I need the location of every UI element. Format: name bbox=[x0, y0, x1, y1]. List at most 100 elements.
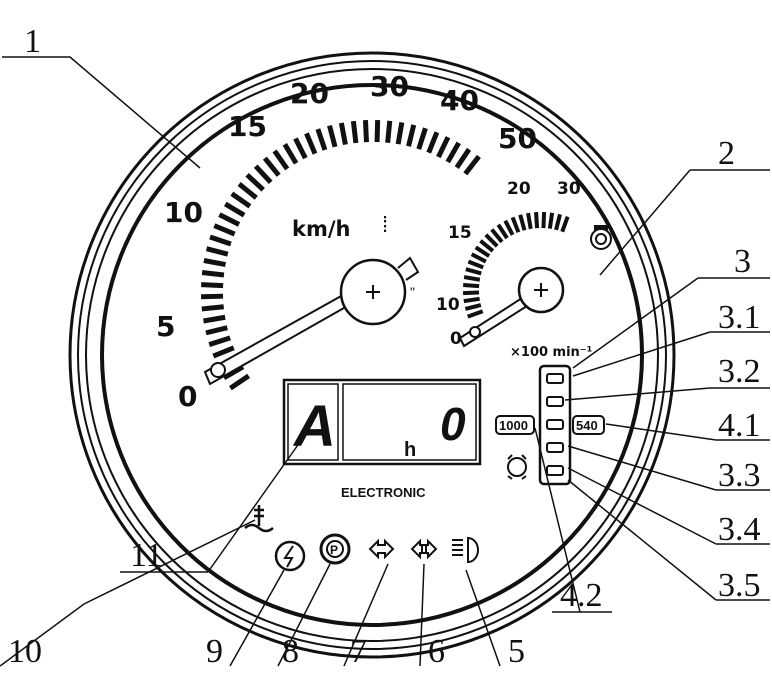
callout-5: 5 bbox=[508, 633, 525, 669]
speedometer-tick bbox=[200, 293, 224, 300]
speed-label-0: 0 bbox=[178, 380, 197, 413]
speedometer-tick bbox=[338, 122, 348, 146]
tachometer-scale bbox=[462, 211, 570, 319]
speedometer-tick bbox=[350, 120, 359, 144]
speed-unit-dots: ⁞ bbox=[382, 212, 388, 237]
speedometer-tick bbox=[385, 120, 393, 143]
tachometer-tick bbox=[465, 267, 482, 276]
tachometer-tick bbox=[503, 219, 515, 236]
callout-6: 6 bbox=[428, 633, 445, 669]
callout-3-4: 3.4 bbox=[718, 511, 761, 548]
callout-3-5: 3.5 bbox=[718, 567, 761, 604]
callout-1: 1 bbox=[24, 23, 41, 60]
svg-text:": " bbox=[410, 284, 415, 300]
callout-3-1: 3.1 bbox=[718, 299, 761, 336]
tachometer-tick bbox=[467, 259, 484, 270]
rpm-label-10: 10 bbox=[436, 295, 460, 315]
pto-540-label: 540 bbox=[572, 415, 605, 435]
speedometer-tick bbox=[203, 314, 226, 324]
rpm-unit-label: ×100 min⁻¹ bbox=[510, 345, 592, 360]
speedometer-tick bbox=[406, 124, 417, 147]
speedometer-tick bbox=[201, 270, 225, 278]
speedometer-tick bbox=[209, 234, 232, 247]
brand-label: ELECTRONIC bbox=[341, 485, 426, 500]
parking-brake-icon: P bbox=[319, 533, 351, 565]
speedometer-tick bbox=[436, 136, 451, 159]
speedometer-tick bbox=[253, 164, 273, 185]
tachometer-tick bbox=[462, 290, 480, 296]
pto-1000-label: 1000 bbox=[495, 415, 535, 435]
tachometer-tick bbox=[464, 303, 482, 311]
engine-temperature-icon bbox=[244, 505, 274, 533]
speed-label-5: 5 bbox=[156, 310, 175, 343]
speedometer-tick bbox=[426, 131, 440, 154]
svg-text:540: 540 bbox=[576, 418, 598, 433]
speedometer-tick bbox=[212, 345, 235, 359]
speedometer-tick bbox=[237, 182, 258, 200]
tachometer-tick bbox=[463, 296, 480, 304]
speedometer-tick bbox=[463, 154, 481, 176]
lcd-value: 0 bbox=[440, 398, 466, 450]
tachometer-tick bbox=[479, 239, 495, 253]
speed-label-15: 15 bbox=[228, 110, 267, 143]
rpm-label-0: 0 bbox=[450, 329, 462, 349]
tachometer-tick bbox=[526, 212, 533, 230]
callout-9: 9 bbox=[206, 633, 223, 669]
tachometer-tick bbox=[484, 233, 499, 248]
speed-unit-label: km/h bbox=[292, 217, 350, 241]
speedometer-tick bbox=[205, 246, 229, 257]
speedometer-tick bbox=[262, 156, 281, 177]
callout-3-2: 3.2 bbox=[718, 353, 761, 390]
speedometer-tick bbox=[223, 201, 246, 218]
callout-10: 10 bbox=[8, 633, 42, 669]
tachometer-needle bbox=[458, 266, 565, 348]
speedometer-tick bbox=[213, 223, 236, 237]
callout-3: 3 bbox=[734, 243, 751, 280]
lcd-unit: h bbox=[404, 439, 416, 461]
callout-4-1: 4.1 bbox=[718, 407, 761, 444]
tachometer-tick bbox=[518, 214, 527, 231]
svg-text:P: P bbox=[330, 543, 338, 557]
speedometer-tick bbox=[201, 282, 224, 289]
turn-signal-tractor-icon bbox=[368, 538, 395, 560]
speed-label-20: 20 bbox=[290, 77, 329, 110]
rpm-label-30: 30 bbox=[557, 179, 581, 199]
tachometer-tick bbox=[510, 216, 521, 233]
tachometer-tick bbox=[541, 211, 547, 229]
speedometer-tick bbox=[293, 137, 308, 160]
lcd-mode-char: A bbox=[292, 394, 336, 459]
speedometer-tick bbox=[218, 212, 241, 227]
gauge-bezel bbox=[68, 51, 676, 659]
speedometer-tick bbox=[208, 335, 231, 347]
speed-label-10: 10 bbox=[164, 196, 203, 229]
tachometer-tick bbox=[554, 213, 562, 231]
tachometer-tick bbox=[490, 228, 504, 244]
speedometer-tick bbox=[304, 132, 318, 155]
high-beam-icon bbox=[452, 536, 479, 564]
speedometer-tick bbox=[222, 364, 245, 381]
speedometer-tick bbox=[201, 304, 224, 312]
callout-leader-lines bbox=[0, 56, 770, 667]
speed-label-30: 30 bbox=[370, 70, 409, 103]
callout-3-3: 3.3 bbox=[718, 457, 761, 494]
callout-4-2: 4.2 bbox=[560, 577, 603, 614]
speedometer-tick bbox=[395, 122, 405, 145]
rpm-label-15: 15 bbox=[448, 223, 472, 243]
rpm-label-20: 20 bbox=[507, 179, 531, 199]
svg-text:1000: 1000 bbox=[499, 418, 528, 433]
speedometer-tick bbox=[282, 143, 299, 165]
speedometer-tick bbox=[445, 141, 461, 164]
tachometer-tick bbox=[467, 309, 484, 319]
tachometer-tick bbox=[534, 212, 540, 229]
speed-label-50: 50 bbox=[498, 122, 537, 155]
speedometer-tick bbox=[315, 128, 328, 151]
speedometer-tick bbox=[203, 258, 226, 267]
callout-2: 2 bbox=[718, 135, 735, 172]
speedometer-needle: " bbox=[203, 256, 420, 386]
battery-charge-icon bbox=[274, 540, 306, 572]
lcd-display: A 0 h bbox=[282, 378, 482, 466]
callout-11: 11 bbox=[130, 537, 163, 574]
speedometer-scale bbox=[200, 119, 481, 391]
speedometer-tick bbox=[327, 124, 338, 148]
